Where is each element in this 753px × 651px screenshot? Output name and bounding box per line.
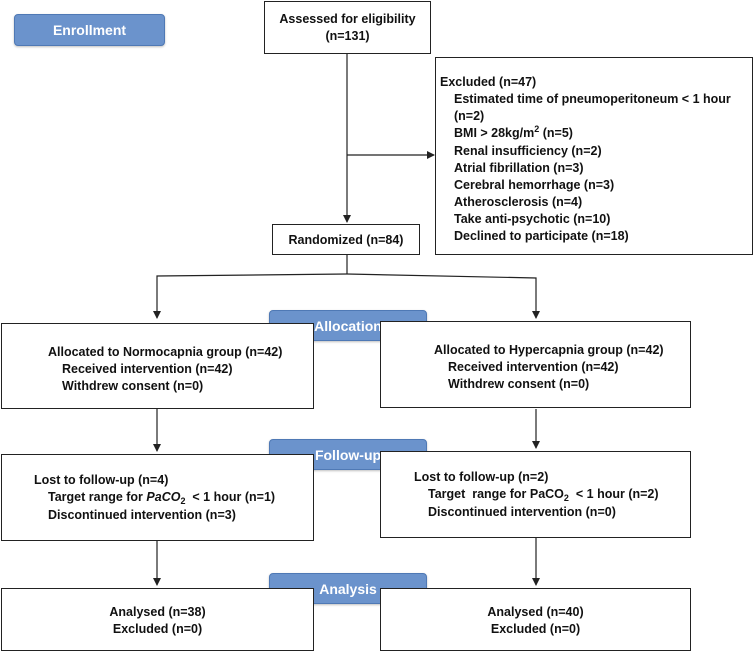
hyper-target: Target range for PaCO2 < 1 hour (n=2) [428, 487, 659, 503]
hyper-allocation-box: Allocated to Hypercapnia group (n=42) Re… [380, 321, 691, 408]
hyper-received: Received intervention (n=42) [448, 360, 619, 374]
normo-target: Target range for PaCO2 < 1 hour (n=1) [48, 490, 276, 506]
randomized-label: Randomized (n=84) [288, 233, 404, 247]
line-split-right [346, 273, 540, 319]
hyper-analysed: Analysed (n=40) [487, 605, 584, 619]
normo-withdrew: Withdrew consent (n=0) [62, 379, 204, 393]
hyper-followup-box: Lost to follow-up (n=2) Target range for… [380, 451, 691, 538]
excluded-declined: Declined to participate (n=18) [454, 229, 629, 243]
normo-followup-box: Lost to follow-up (n=4) Target range for… [1, 454, 314, 541]
excluded-cerebral: Cerebral hemorrhage (n=3) [454, 178, 615, 192]
line-split-left [153, 273, 348, 319]
hyper-allocated: Allocated to Hypercapnia group (n=42) [434, 343, 664, 357]
excluded-atrial: Atrial fibrillation (n=3) [454, 161, 584, 175]
hyper-withdrew: Withdrew consent (n=0) [448, 377, 590, 391]
excluded-athero: Atherosclerosis (n=4) [454, 195, 583, 209]
randomized-box: Randomized (n=84) [272, 224, 420, 255]
excluded-antipsych: Take anti-psychotic (n=10) [454, 212, 611, 226]
hyper-excluded: Excluded (n=0) [490, 622, 581, 636]
normo-lost: Lost to follow-up (n=4) [34, 473, 169, 487]
excluded-renal: Renal insufficiency (n=2) [454, 144, 602, 158]
assessed-line1: Assessed for eligibility [279, 12, 416, 26]
normo-allocated: Allocated to Normocapnia group (n=42) [48, 345, 283, 359]
excluded-title: Excluded (n=47) [440, 75, 537, 89]
stage-enrollment: Enrollment [14, 14, 165, 46]
assessed-box: Assessed for eligibility (n=131) [264, 1, 431, 54]
normo-received: Received intervention (n=42) [62, 362, 233, 376]
normo-discontinued: Discontinued intervention (n=3) [48, 508, 236, 522]
excluded-box: Excluded (n=47) Estimated time of pneumo… [435, 57, 753, 255]
excluded-pneumo-count: (n=2) [454, 109, 485, 123]
excluded-bmi: BMI > 28kg/m2 (n=5) [454, 124, 573, 140]
excluded-pneumo: Estimated time of pneumoperitoneum < 1 h… [454, 92, 731, 106]
normo-excluded: Excluded (n=0) [112, 622, 203, 636]
hyper-discontinued: Discontinued intervention (n=0) [428, 505, 616, 519]
normo-allocation-box: Allocated to Normocapnia group (n=42) Re… [1, 323, 314, 409]
normo-analysed: Analysed (n=38) [109, 605, 206, 619]
normo-analysis-box: Analysed (n=38) Excluded (n=0) [1, 588, 314, 651]
hyper-lost: Lost to follow-up (n=2) [414, 470, 549, 484]
assessed-line2: (n=131) [325, 29, 370, 43]
hyper-analysis-box: Analysed (n=40) Excluded (n=0) [380, 588, 691, 651]
